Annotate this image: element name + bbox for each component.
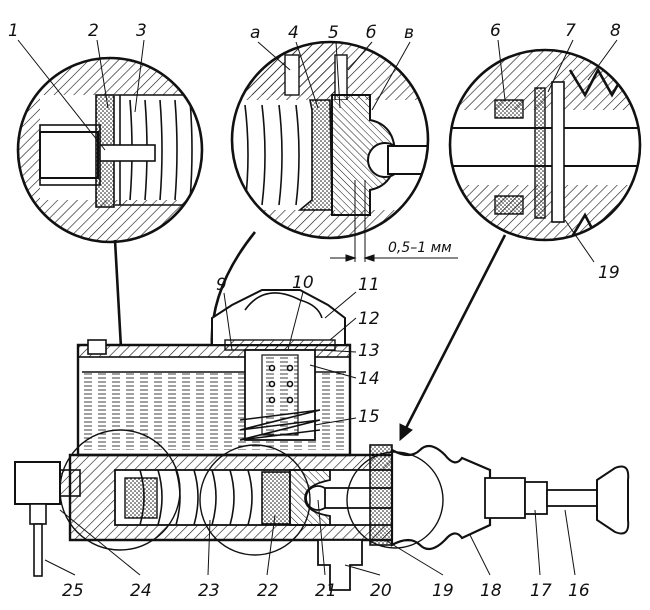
label-2: 2 <box>88 21 99 41</box>
label-19-detail: 19 <box>598 263 620 283</box>
main-assembly <box>14 289 630 591</box>
label-3: 3 <box>136 21 147 41</box>
label-v: в <box>404 23 414 43</box>
label-13: 13 <box>358 341 380 361</box>
label-21: 21 <box>315 581 337 601</box>
label-19: 19 <box>432 581 454 601</box>
detail-circle-right <box>448 48 642 242</box>
label-11: 11 <box>358 275 380 295</box>
label-7: 7 <box>565 21 576 41</box>
dimension-gap: 0,5–1 мм <box>330 180 458 262</box>
label-b: б <box>366 23 376 43</box>
label-8: 8 <box>610 21 621 41</box>
label-22: 22 <box>257 581 279 601</box>
label-4: 4 <box>288 23 299 43</box>
label-25: 25 <box>62 581 84 601</box>
label-14: 14 <box>358 369 380 389</box>
label-10: 10 <box>292 273 314 293</box>
label-17: 17 <box>530 581 552 601</box>
detail-circle-middle <box>230 40 430 240</box>
label-15: 15 <box>358 407 380 427</box>
label-5: 5 <box>328 23 339 43</box>
label-23: 23 <box>198 581 220 601</box>
label-18: 18 <box>480 581 502 601</box>
label-6: 6 <box>490 21 501 41</box>
label-12: 12 <box>358 309 380 329</box>
part-labels: 1 2 3 а 4 5 б в 6 7 8 19 9 10 11 12 13 1… <box>8 21 621 601</box>
label-9: 9 <box>216 275 227 295</box>
label-16: 16 <box>568 581 590 601</box>
detail-circle-left <box>16 56 204 244</box>
label-1: 1 <box>8 21 19 41</box>
label-24: 24 <box>130 581 152 601</box>
label-a: а <box>250 23 260 43</box>
label-leaders <box>17 39 618 576</box>
dimension-label: 0,5–1 мм <box>388 240 452 256</box>
label-20: 20 <box>370 581 392 601</box>
